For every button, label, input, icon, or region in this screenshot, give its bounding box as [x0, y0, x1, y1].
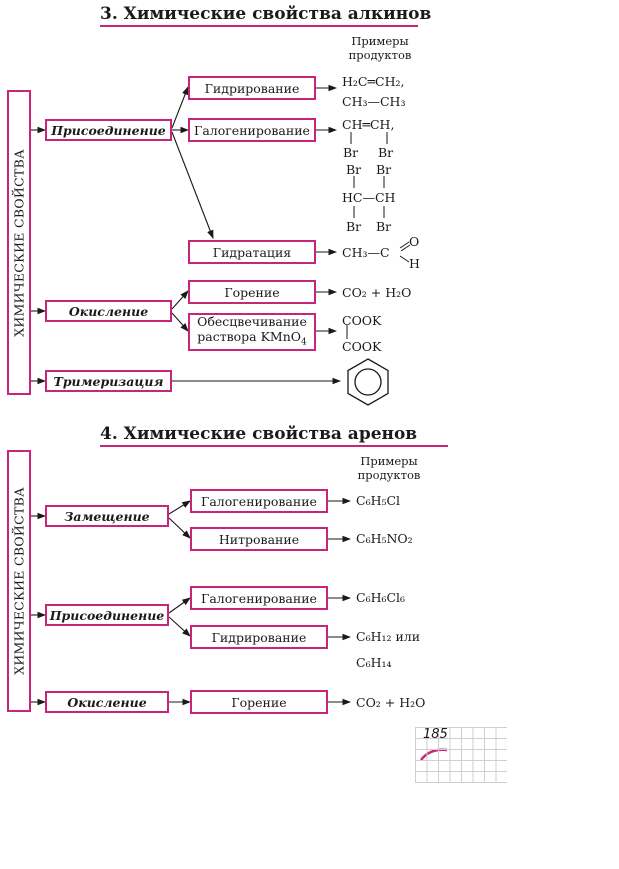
product-cyclohexane: C₆H₁₂ или [356, 629, 421, 644]
product-nitrobenzene: C₆H₅NO₂ [356, 531, 413, 546]
product-dibromoethene: CH═CH, [342, 117, 395, 132]
alkynes-reaction-halogenation: Галогенирование [188, 118, 316, 142]
product-acetaldehyde: CH₃—C [342, 245, 390, 260]
product-dibromoethene-br-right: Br [378, 145, 394, 160]
product-dibromoethene-br-left: Br [343, 145, 359, 160]
arenes-category-addition: Присоединение [45, 604, 169, 626]
product-chlorobenzene: C₆H₅Cl [356, 493, 401, 508]
arenes-category-substitution: Замещение [45, 505, 169, 527]
product-tetrabromoethane: HC—CH [342, 190, 396, 205]
product-oxalate-top: COOK [342, 313, 382, 328]
arenes-reaction-halogenation-add: Галогенирование [190, 586, 328, 610]
product-ethane: CH₃—CH₃ [342, 94, 406, 109]
alkynes-reaction-hydrogenation: Гидрирование [188, 76, 316, 100]
alkynes-side-box: ХИМИЧЕСКИЕ СВОЙСТВА [7, 90, 31, 395]
arenes-title-underline [100, 445, 448, 447]
arenes-reaction-halogenation-sub: Галогенирование [190, 489, 328, 513]
product-hexane: C₆H₁₄ [356, 655, 392, 670]
product-oxalate-bottom: COOK [342, 339, 382, 354]
product-tetrabromo-br-top-left: Br [346, 162, 362, 177]
alkynes-category-addition: Присоединение [45, 119, 172, 141]
alkynes-products-header: Примеры продуктов [348, 34, 412, 62]
alkynes-reaction-combustion: Горение [188, 280, 316, 304]
product-combustion: CO₂ + H₂O [342, 285, 412, 300]
page-number: 185 [423, 727, 448, 742]
arenes-reaction-combustion: Горение [190, 690, 328, 714]
alkynes-side-label: ХИМИЧЕСКИЕ СВОЙСТВА [11, 148, 27, 337]
alkynes-title: 3. Химические свойства алкинов [100, 4, 432, 24]
alkynes-reaction-decolorization: Обесцвечивание раствора KMnO4 [188, 313, 316, 351]
product-tetrabromo-br-bottom-right: Br [376, 219, 392, 234]
arenes-side-label: ХИМИЧЕСКИЕ СВОЙСТВА [11, 487, 27, 675]
page-number-grid [415, 727, 507, 783]
arenes-reaction-nitration: Нитрование [190, 527, 328, 551]
product-arenes-combustion: CO₂ + H₂O [356, 695, 426, 710]
product-tetrabromo-br-top-right: Br [376, 162, 392, 177]
alkynes-title-underline [100, 25, 418, 27]
product-acetaldehyde-o: O [409, 234, 420, 249]
arenes-title: 4. Химические свойства аренов [100, 424, 418, 444]
arenes-products-header: Примеры продуктов [357, 454, 421, 482]
product-tetrabromo-br-bottom-left: Br [346, 219, 362, 234]
product-acetaldehyde-h: H [409, 256, 420, 271]
alkynes-category-trimerization: Тримеризация [45, 370, 172, 392]
alkynes-category-oxidation: Окисление [45, 300, 172, 322]
arenes-reaction-hydrogenation: Гидрирование [190, 625, 328, 649]
alkynes-reaction-hydration: Гидратация [188, 240, 316, 264]
product-ethylene: H₂C═CH₂, [342, 74, 405, 89]
arenes-side-box: ХИМИЧЕСКИЕ СВОЙСТВА [7, 450, 31, 712]
arenes-category-oxidation: Окисление [45, 691, 169, 713]
product-hexachlorocyclohexane: C₆H₆Cl₆ [356, 590, 406, 605]
benzene-ring-icon [347, 358, 389, 406]
